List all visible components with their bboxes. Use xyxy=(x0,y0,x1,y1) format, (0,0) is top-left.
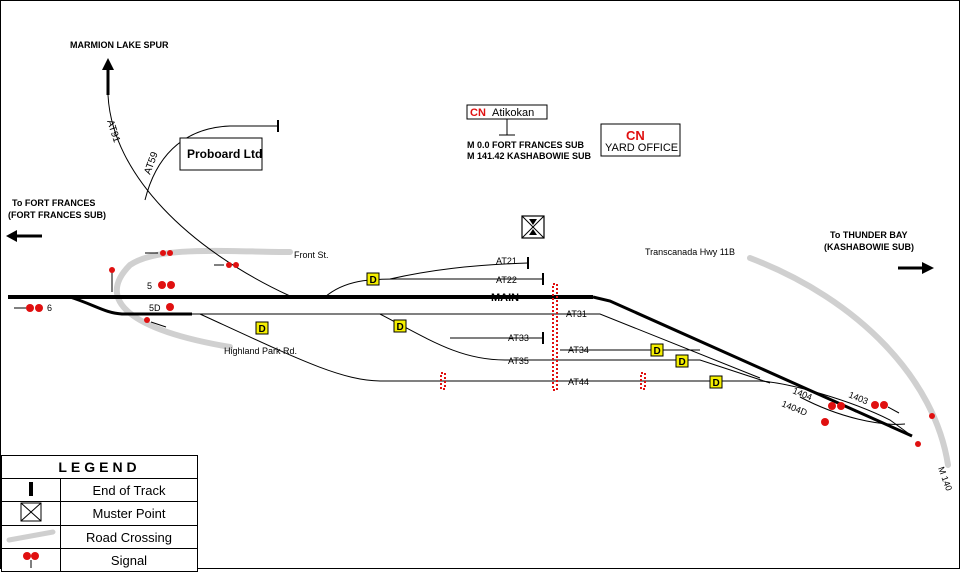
label-marmion: MARMION LAKE SPUR xyxy=(70,40,169,50)
label-at31: AT31 xyxy=(566,309,587,319)
crossing-ladder xyxy=(440,372,446,390)
label-sig5: 5 xyxy=(147,281,152,291)
proboard-box xyxy=(179,137,263,171)
label-sig6: 6 xyxy=(47,303,52,313)
signal-1404d xyxy=(821,418,829,426)
derail-icon: D xyxy=(366,272,380,286)
yard-office-box xyxy=(600,123,681,157)
label-at91: AT91 xyxy=(104,119,122,145)
muster-point-icon xyxy=(521,215,545,239)
signal-1403 xyxy=(871,401,900,414)
label-to-ff1: To FORT FRANCES xyxy=(12,198,95,208)
legend-item-signal: Signal xyxy=(60,548,198,572)
label-at34: AT34 xyxy=(568,345,589,355)
crossing-signal xyxy=(145,250,173,256)
label-m140: M 140 xyxy=(936,465,954,492)
label-to-tb1: To THUNDER BAY xyxy=(830,230,908,240)
label-yard-office: YARD OFFICE xyxy=(605,142,678,154)
track-at21 xyxy=(389,262,529,280)
cn-logo-atikokan: CN xyxy=(470,107,486,119)
crossing-signal xyxy=(915,413,935,447)
legend-item-muster-point: Muster Point xyxy=(60,501,198,526)
track-at22 xyxy=(324,278,543,298)
label-atikokan: Atikokan xyxy=(492,107,534,119)
label-hwy11b: Transcanada Hwy 11B xyxy=(645,247,735,257)
spur-at59 xyxy=(144,125,278,201)
derail-label: D xyxy=(259,324,266,335)
label-at59: AT59 xyxy=(142,150,160,176)
derail-label: D xyxy=(713,378,720,389)
label-at22: AT22 xyxy=(496,275,517,285)
legend-title: LEGEND xyxy=(1,455,198,479)
signal-5d xyxy=(166,303,174,311)
end-of-track-icon xyxy=(1,478,61,502)
label-at44: AT44 xyxy=(568,377,589,387)
road-hwy-11b xyxy=(747,255,951,468)
derail-label: D xyxy=(654,346,661,357)
spur-at91 xyxy=(107,94,291,297)
road-front-st xyxy=(113,247,293,350)
muster-point-icon xyxy=(1,501,61,526)
derail-icon: D xyxy=(709,375,723,389)
label-sig5d: 5D xyxy=(149,303,161,313)
signal-6 xyxy=(14,304,43,312)
label-mile1: M 0.0 FORT FRANCES SUB xyxy=(467,140,585,150)
cn-logo-yard: CN xyxy=(626,128,645,143)
label-highland: Highland Park Rd. xyxy=(224,346,297,356)
arrow-east xyxy=(898,262,934,274)
label-to-tb2: (KASHABOWIE SUB) xyxy=(824,242,914,252)
signal-1404 xyxy=(828,402,857,413)
label-mile2: M 141.42 KASHABOWIE SUB xyxy=(467,151,592,161)
label-to-ff2: (FORT FRANCES SUB) xyxy=(8,210,106,220)
legend-table: LEGEND End of Track Muster Point Road Cr… xyxy=(1,455,198,572)
derail-icon: D xyxy=(255,321,269,335)
derail-label: D xyxy=(397,322,404,333)
label-at21: AT21 xyxy=(496,256,517,266)
label-at33: AT33 xyxy=(508,333,529,343)
siding-1403 xyxy=(799,396,906,425)
derail-markers: D D D D D D xyxy=(255,272,723,389)
label-proboard: Proboard Ltd xyxy=(187,147,262,161)
label-main: MAIN xyxy=(491,292,519,304)
crossing-signal xyxy=(109,267,115,292)
label-sig1404d: 1404D xyxy=(780,399,809,418)
crossing-signal xyxy=(144,317,167,328)
derail-label: D xyxy=(370,275,377,286)
arrow-west xyxy=(6,230,42,242)
label-at35: AT35 xyxy=(508,356,529,366)
track-at44 xyxy=(199,313,913,437)
label-front-st: Front St. xyxy=(294,250,329,260)
crossing-ladder xyxy=(552,283,558,391)
road-crossing-icon xyxy=(1,525,61,549)
derail-label: D xyxy=(679,357,686,368)
crossing-ladder xyxy=(640,372,646,390)
label-sig1404: 1404 xyxy=(791,386,813,403)
derail-icon: D xyxy=(675,354,689,368)
signal-5 xyxy=(158,281,175,289)
track-at31 xyxy=(120,313,761,379)
legend-item-road-crossing: Road Crossing xyxy=(60,525,198,549)
signal-icon xyxy=(1,548,61,572)
legend-item-end-of-track: End of Track xyxy=(60,478,198,502)
arrow-north xyxy=(102,58,114,95)
crossing-signal xyxy=(214,262,239,268)
main-track-east xyxy=(592,295,913,438)
derail-icon: D xyxy=(650,343,664,357)
derail-icon: D xyxy=(393,319,407,333)
